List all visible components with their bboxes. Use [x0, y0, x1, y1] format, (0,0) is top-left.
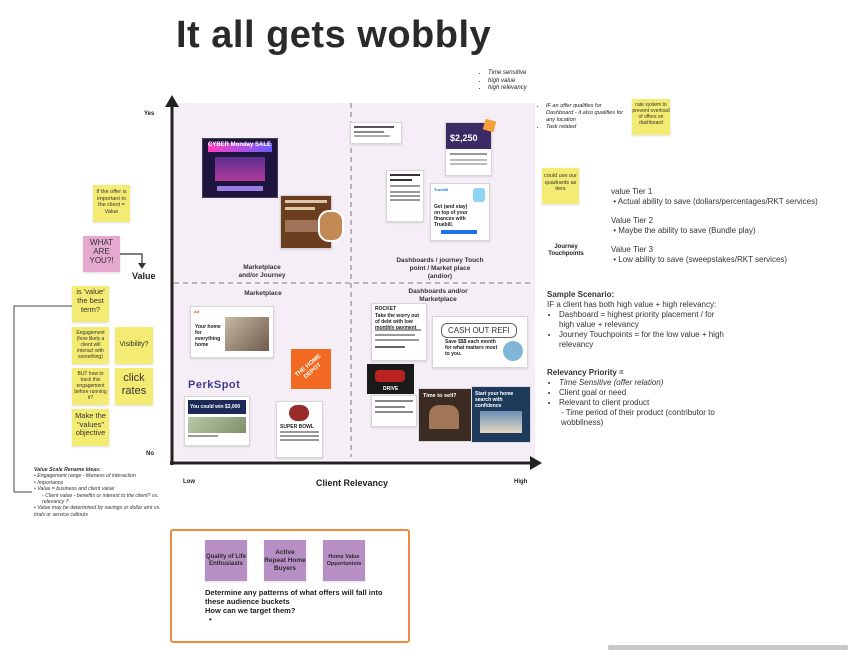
cyber-monday-ad: CYBER Monday SALE [202, 138, 278, 198]
rocket-debt-card: ROCKET Take the worry out of debt with l… [371, 303, 427, 361]
sticky-what-are-you: WHAT ARE YOU?! [83, 236, 120, 272]
relevancy-priority: Relevancy Priority = Time Sensitive (off… [547, 368, 727, 428]
small-text-card [350, 122, 402, 144]
x-axis-arrow [530, 456, 542, 470]
home-decor-ad: Ad Your home for everything home [190, 306, 274, 358]
sticky-visibility: Visibility? [115, 327, 153, 364]
y-axis-arrow [165, 95, 179, 107]
sticky-offer-important: If the offer is important to the client … [93, 185, 130, 222]
rocket-card [386, 170, 424, 222]
quadrant-label-bottom-right: Dashboards and/or Marketplace [408, 288, 468, 303]
horizontal-scrollbar[interactable] [608, 645, 848, 650]
right-note: IF an offer qualifies for Dashboard - it… [536, 103, 624, 131]
x-high-label: High [514, 479, 528, 485]
cash-offer-card: $2,250 [445, 122, 492, 176]
sticky-make-values-objective: Make the "values" objective [72, 409, 109, 446]
audience-quality-of-life: Quality of Life Enthusiasts [205, 540, 247, 581]
home-search-ad: Start your home search with confidence [471, 386, 531, 443]
audience-question: Determine any patterns of what offers wi… [205, 588, 383, 624]
quadrant-label-top-right: Dashboards / journey Touch point / Marke… [396, 257, 484, 280]
person-photo [318, 210, 344, 242]
sticky-but-how: BUT how to track this engagement before … [72, 368, 109, 405]
top-note: Time sensitive high value high relevancy [478, 70, 527, 93]
x-low-label: Low [183, 479, 195, 485]
y-high-label: Yes [144, 111, 155, 117]
y-axis-label: Value [132, 271, 156, 281]
page-title: It all gets wobbly [176, 14, 492, 56]
cash-out-refi-card: CASH OUT REFI Save $$$ each month for wh… [432, 316, 528, 368]
audience-home-value: Home Value Opportunists [323, 540, 365, 581]
bracket-svg [13, 305, 72, 493]
home-depot-logo: THE HOME DEPOT [291, 349, 331, 389]
sweepstakes-card: You could win $3,000 [184, 396, 250, 446]
super-bowl-card: SUPER BOWL [276, 401, 323, 458]
time-to-sell-ad: Time to sell? [418, 388, 472, 442]
quadrant-label-bottom-left: Marketplace [244, 290, 282, 297]
perkspot-logo: PerkSpot [188, 379, 241, 391]
connector-svg [120, 253, 146, 269]
x-axis-label: Client Relevancy [316, 478, 389, 488]
audience-buckets-box: Quality of Life Enthusiasts Active Repea… [170, 529, 410, 643]
list-card [371, 395, 417, 427]
quadrant-label-top-left: Marketplace and/or Journey [238, 264, 286, 279]
sticky-click-rates: click rates [115, 368, 153, 405]
axes-svg [165, 95, 542, 470]
journey-touchpoints-label: Journey Touchpoints [548, 244, 584, 257]
sticky-rating-system: rate system to prevent overload of offer… [632, 99, 670, 135]
drive-ad: DRIVE [367, 364, 414, 394]
sticky-could-use: could use our quadrants as tiers [542, 168, 579, 204]
sticky-engagement: Engagement (how likely a client will int… [72, 327, 109, 364]
sticky-is-value: is 'value' the best term? [72, 286, 109, 322]
value-tiers: value Tier 1 • Actual ability to save (d… [611, 187, 818, 264]
y-low-label: No [146, 451, 154, 457]
truebill-card: Truebill Get (and stay) on top of your f… [430, 183, 490, 241]
sample-scenario: Sample Scenario: IF a client has both hi… [547, 290, 727, 350]
audience-repeat-buyers: Active Repeat Home Buyers [264, 540, 306, 581]
value-scale-ideas: Value Scale Rename Ideas: • Engagement r… [34, 467, 161, 518]
